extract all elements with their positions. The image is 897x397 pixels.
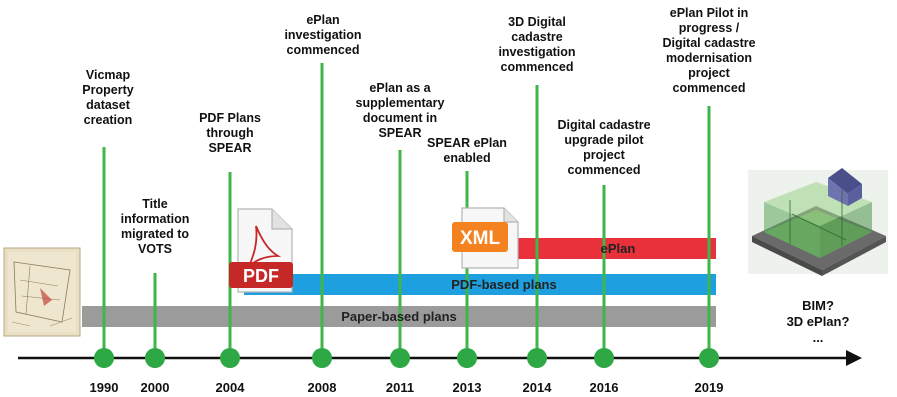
event-label-2019: ePlan Pilot in progress / Digital cadast…: [662, 6, 756, 95]
bim-3d-model-image: [748, 168, 888, 276]
event-label-1990: Vicmap Property dataset creation: [82, 68, 134, 127]
timeline-dot-2004: [220, 348, 240, 368]
year-label-1990: 1990: [89, 380, 119, 395]
year-label-2004: 2004: [215, 380, 245, 395]
timeline-dot-2008: [312, 348, 332, 368]
timeline-dot-2019: [699, 348, 719, 368]
year-label-2000: 2000: [140, 380, 170, 395]
timeline-arrowhead: [846, 350, 862, 366]
future-text: BIM? 3D ePlan? ...: [770, 298, 866, 346]
timeline-dot-2011: [390, 348, 410, 368]
timeline-dot-2014: [527, 348, 547, 368]
eplan-band-label: ePlan: [600, 241, 636, 256]
year-label-2019: 2019: [694, 380, 724, 395]
event-label-2000: Title information migrated to VOTS: [120, 197, 190, 256]
event-label-2008: ePlan investigation commenced: [284, 13, 362, 57]
event-lines: [94, 63, 719, 368]
year-label-2016: 2016: [589, 380, 619, 395]
paper-band-label: Paper-based plans: [341, 309, 457, 324]
event-label-2016: Digital cadastre upgrade pilot project c…: [557, 118, 651, 177]
event-label-2011: ePlan as a supplementary document in SPE…: [355, 81, 445, 140]
paper-plan-image: [3, 247, 81, 337]
xml-document-icon: XML: [452, 207, 519, 269]
pdf-band: [244, 274, 716, 295]
year-label-2013: 2013: [452, 380, 482, 395]
future-line-ellipsis: ...: [812, 330, 824, 345]
timeline-dot-2000: [145, 348, 165, 368]
year-label-2014: 2014: [522, 380, 552, 395]
xml-icon-text: XML: [460, 228, 501, 249]
eplan-band: [505, 238, 716, 259]
future-line-3d-eplan: 3D ePlan?: [786, 314, 850, 329]
timeline-dot-1990: [94, 348, 114, 368]
timeline-dot-2013: [457, 348, 477, 368]
year-label-2008: 2008: [307, 380, 337, 395]
event-label-2014: 3D Digital cadastre investigation commen…: [498, 15, 576, 74]
timeline-dot-2016: [594, 348, 614, 368]
pdf-icon-text: PDF: [243, 266, 279, 286]
event-label-2004: PDF Plans through SPEAR: [199, 111, 261, 155]
pdf-band-label: PDF-based plans: [451, 277, 557, 292]
event-label-2013: SPEAR ePlan enabled: [427, 136, 507, 165]
pdf-document-icon: PDF: [229, 208, 293, 293]
year-label-2011: 2011: [385, 380, 415, 395]
future-line-bim: BIM?: [802, 298, 834, 313]
